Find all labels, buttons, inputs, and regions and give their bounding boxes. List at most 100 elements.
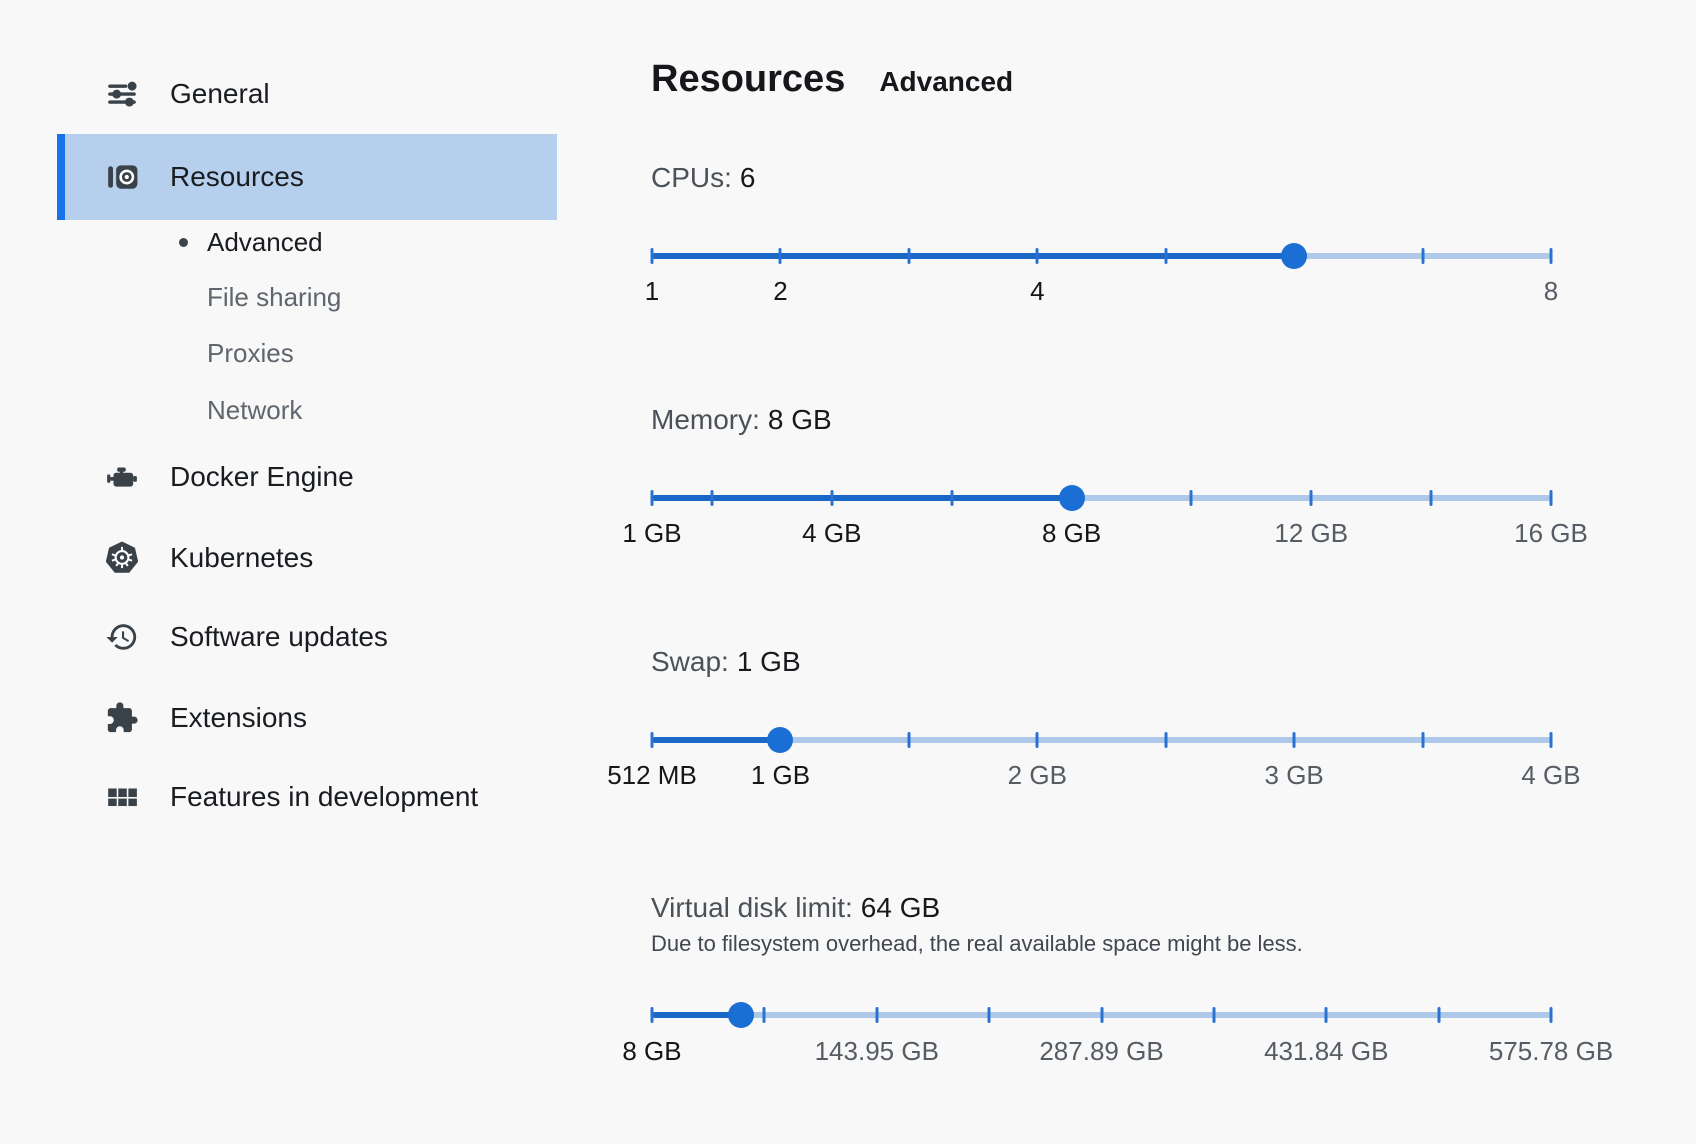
- sidebar-item-label: Extensions: [170, 702, 307, 733]
- page-header: Resources Advanced: [651, 58, 1013, 101]
- page-title: Resources: [651, 58, 846, 100]
- sidebar-item-label: Features in development: [170, 781, 479, 812]
- slider-tick-label: 1 GB: [622, 518, 682, 548]
- slider-tick-label: 1: [644, 276, 660, 306]
- sidebar-subitem-network[interactable]: Network: [57, 383, 557, 437]
- slider-tick: [907, 732, 911, 748]
- subitem-label: Network: [207, 394, 303, 425]
- subitem-label: Advanced: [207, 226, 323, 257]
- slider-track-fill: [652, 1012, 741, 1018]
- slider-track[interactable]: [652, 737, 1551, 743]
- slider-tick-label: 431.84 GB: [1264, 1036, 1389, 1066]
- slider-tick: [1164, 732, 1168, 748]
- slider-tick-label: 143.95 GB: [814, 1036, 939, 1066]
- settings-sidebar: General Resources Advanced File sharing …: [57, 0, 557, 1144]
- cpus-slider[interactable]: [650, 228, 1553, 284]
- slider-tick: [1429, 490, 1433, 506]
- slider-thumb[interactable]: [1058, 485, 1085, 511]
- slider-tick-label: 4 GB: [1521, 760, 1581, 790]
- sidebar-item-extensions[interactable]: Extensions: [57, 678, 557, 758]
- sidebar-item-label: Software updates: [170, 621, 388, 652]
- slider-tick: [1549, 490, 1553, 506]
- active-bullet-icon: [179, 237, 188, 247]
- slider-track-fill: [652, 253, 1295, 259]
- sidebar-subitem-proxies[interactable]: Proxies: [57, 326, 557, 380]
- slider-tick: [1035, 732, 1039, 748]
- slider-tick: [1421, 732, 1425, 748]
- engine-icon: [105, 460, 139, 494]
- swap-label: Swap:1 GB: [651, 646, 801, 677]
- slider-tick: [907, 248, 911, 264]
- slider-track[interactable]: [652, 495, 1551, 501]
- slider-tick: [1035, 248, 1039, 264]
- sidebar-item-label: Kubernetes: [170, 542, 314, 573]
- update-history-icon: [105, 620, 139, 654]
- slider-tick: [1549, 1007, 1553, 1023]
- slider-tick-label: 12 GB: [1274, 518, 1349, 548]
- sidebar-item-kubernetes[interactable]: Kubernetes: [57, 518, 557, 598]
- virtual-disk-label: Virtual disk limit:64 GB: [651, 892, 941, 923]
- slider-tick: [1309, 490, 1313, 506]
- slider-tick-label: 575.78 GB: [1488, 1036, 1614, 1066]
- memory-slider[interactable]: [650, 470, 1553, 526]
- virtual-disk-slider[interactable]: [650, 987, 1553, 1043]
- slider-tick: [1421, 248, 1425, 264]
- slider-tick: [1212, 1007, 1216, 1023]
- virtual-disk-note: Due to filesystem overhead, the real ava…: [651, 931, 1303, 956]
- sidebar-item-label: General: [170, 78, 270, 109]
- kubernetes-icon: [105, 541, 139, 575]
- slider-tick: [1292, 732, 1296, 748]
- selected-accent-bar: [57, 134, 65, 220]
- sidebar-item-label: Docker Engine: [170, 461, 354, 492]
- slider-thumb[interactable]: [727, 1002, 754, 1028]
- slider-tick-label: 1 GB: [750, 760, 811, 790]
- slider-tick-label: 16 GB: [1514, 518, 1588, 548]
- swap-slider-scale: 512 MB 1 GB 2 GB 3 GB 4 GB: [607, 760, 1580, 790]
- slider-tick-label: 3 GB: [1264, 760, 1324, 790]
- slider-tick: [710, 490, 714, 506]
- slider-tick: [650, 732, 654, 748]
- slider-tick-label: 8 GB: [1041, 518, 1102, 548]
- sidebar-subitem-advanced[interactable]: Advanced: [57, 215, 557, 269]
- swap-slider[interactable]: [650, 712, 1553, 768]
- sidebar-item-docker-engine[interactable]: Docker Engine: [57, 437, 557, 517]
- sidebar-item-general[interactable]: General: [57, 54, 557, 134]
- slider-tick-label: 8: [1543, 276, 1559, 306]
- slider-tick: [1549, 248, 1553, 264]
- cpus-label: CPUs:6: [651, 162, 756, 193]
- slider-tick: [1437, 1007, 1441, 1023]
- slider-tick: [1189, 490, 1193, 506]
- slider-tick-label: 2: [773, 276, 788, 306]
- slider-tick-label: 4: [1030, 276, 1045, 306]
- slider-tick: [650, 490, 654, 506]
- sidebar-subitem-file-sharing[interactable]: File sharing: [57, 270, 557, 324]
- sidebar-item-features-in-development[interactable]: Features in development: [57, 757, 557, 837]
- grid-icon: [105, 780, 139, 814]
- slider-thumb[interactable]: [1281, 243, 1308, 269]
- slider-tick: [762, 1007, 766, 1023]
- slider-tick: [1324, 1007, 1328, 1023]
- sidebar-item-resources[interactable]: Resources: [57, 134, 557, 220]
- slider-tick: [650, 1007, 654, 1023]
- slider-tick: [650, 248, 654, 264]
- sidebar-item-software-updates[interactable]: Software updates: [57, 597, 557, 677]
- slider-tick-label: 512 MB: [607, 760, 697, 790]
- slider-tick: [1549, 732, 1553, 748]
- slider-track-fill: [652, 737, 781, 743]
- page-subtitle-advanced: Advanced: [879, 66, 1014, 97]
- slider-tick-label: 2 GB: [1007, 760, 1067, 790]
- slider-tick: [830, 490, 834, 506]
- slider-tick: [1164, 248, 1168, 264]
- slider-tick: [987, 1007, 991, 1023]
- memory-label: Memory:8 GB: [651, 404, 832, 435]
- tune-icon: [105, 77, 139, 111]
- subitem-label: Proxies: [207, 337, 294, 368]
- slider-tick-label: 8 GB: [622, 1036, 682, 1066]
- slider-tick: [950, 490, 954, 506]
- slider-thumb[interactable]: [767, 727, 794, 753]
- resources-icon: [105, 160, 139, 194]
- subitem-label: File sharing: [207, 281, 342, 312]
